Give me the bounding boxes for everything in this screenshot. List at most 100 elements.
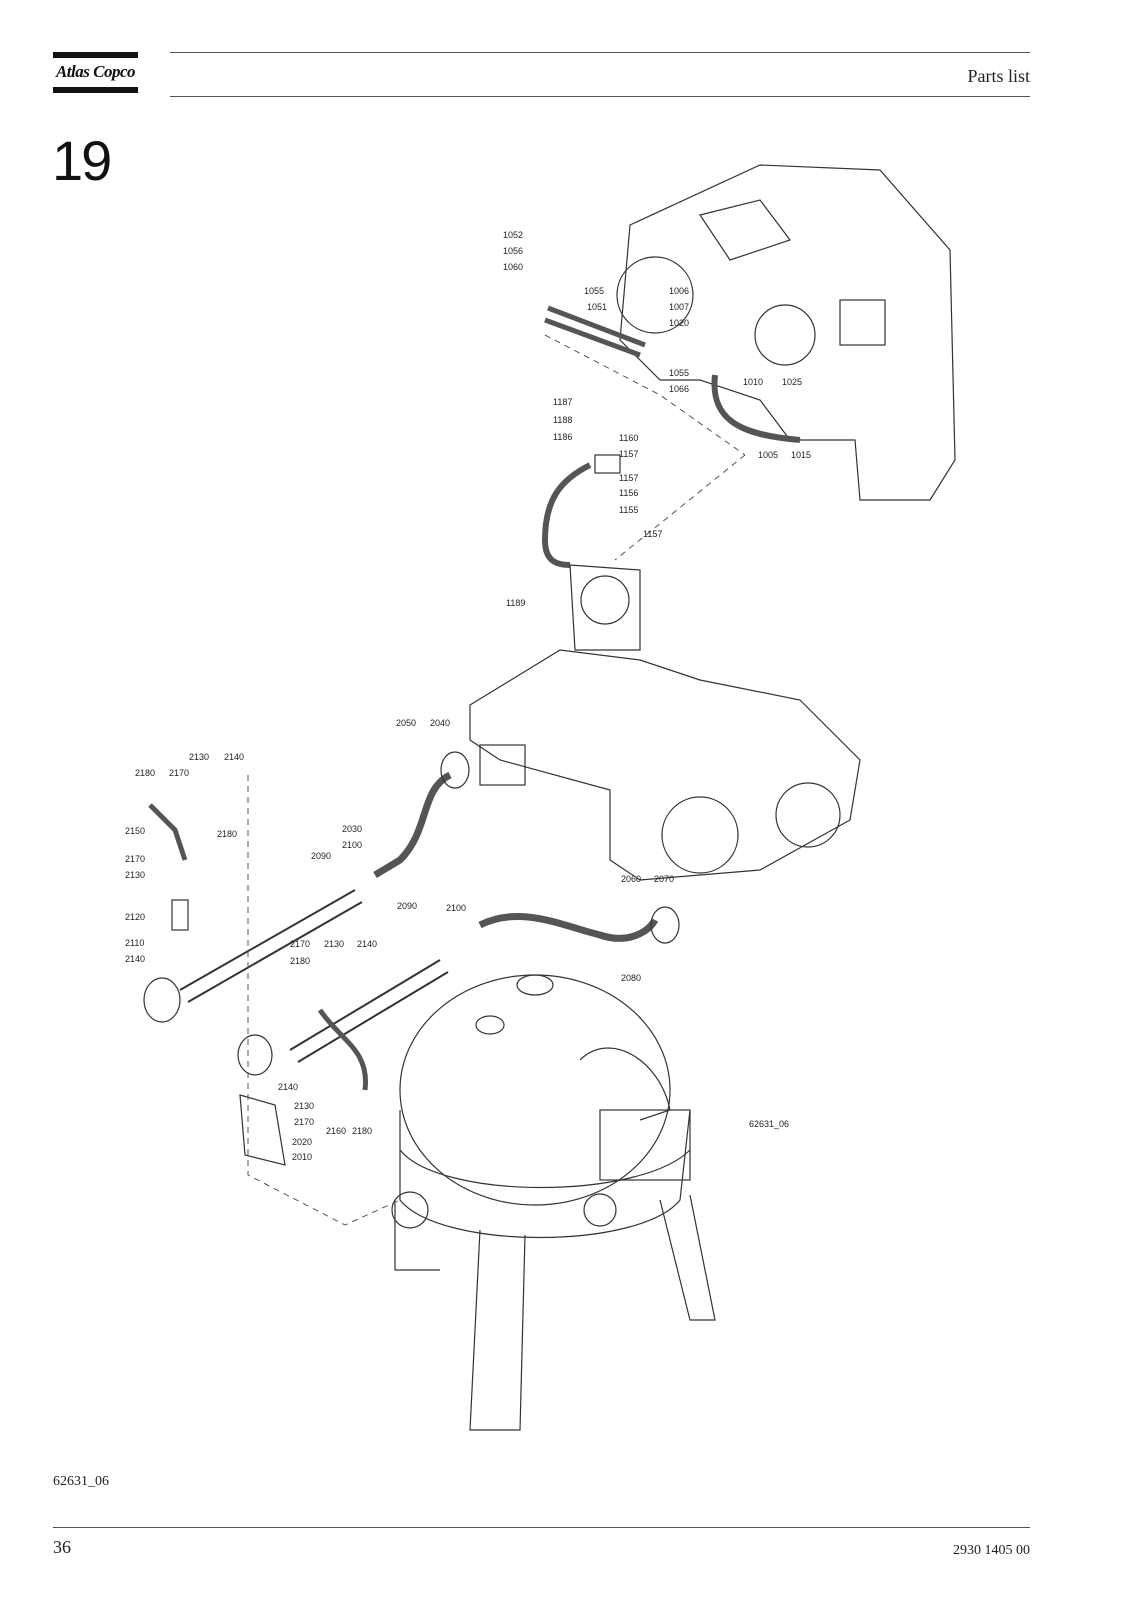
callout: 2180 [217,829,237,839]
callout: 1020 [669,318,689,328]
callout: 1055 [584,286,604,296]
callout: 2170 [294,1117,314,1127]
vessel-top-cap [516,974,554,996]
dash-left-assembly [247,775,401,1226]
callout: 2140 [278,1082,298,1092]
chapter-number: 19 [52,129,112,192]
riser-flange [580,575,630,625]
callout: 2070 [654,874,674,884]
pipe-2090-lower [289,959,449,1063]
bracket-2010 [239,1094,286,1166]
callout: 2040 [430,718,450,728]
callout: 1056 [503,246,523,256]
callout: 1157 [619,449,638,459]
pipe-2060 [478,912,659,942]
callout: 2180 [290,956,310,966]
callout: 2170 [169,768,189,778]
callout: 1066 [669,384,689,394]
compressor-flange [616,256,694,334]
footer-rule [53,1527,1030,1528]
vessel-front-flange [583,1193,617,1227]
callout: 1052 [503,230,523,240]
motor-flange-right [775,782,841,848]
callout: 1187 [553,397,572,407]
callout: 1005 [758,450,778,460]
pipe-2160 [317,1008,369,1091]
callout: 2120 [125,912,145,922]
gearbox-frame [469,649,861,881]
callout: 2180 [135,768,155,778]
callout: 1007 [669,302,689,312]
gearbox-riser [569,564,641,651]
callout: 2050 [396,718,416,728]
callout: 2140 [357,939,377,949]
pipe-1186 [541,462,592,568]
vessel-leg-right [659,1194,716,1321]
callout: 2150 [125,826,145,836]
compressor-port [754,304,816,366]
callout: 2010 [292,1152,312,1162]
compressor-outlet [839,299,886,346]
compressor-inlet [699,199,791,261]
valve-2120 [171,899,189,931]
pipe-2090-upper [179,889,363,1003]
callout: 1157 [643,529,662,539]
vessel-leg-left [394,1200,440,1271]
header-rule-bottom [170,96,1030,97]
logo-bar-top [53,52,138,58]
callout: 1025 [782,377,802,387]
part-callouts: 1052 1056 1060 1055 1051 1006 1007 1020 … [125,230,811,1162]
compressor-housing [619,164,956,501]
callout: 2080 [621,973,641,983]
block-1160 [594,454,621,474]
callout: 1010 [743,377,763,387]
figure-code: 62631_06 [53,1474,109,1489]
vessel-dome [399,974,671,1206]
callout: 1015 [791,450,811,460]
callout: 2170 [290,939,310,949]
dash-1051-to-1186 [544,334,746,456]
motor-flange-left [661,796,739,874]
logo-text: Atlas Copco [55,62,136,81]
callout: 1051 [587,302,607,312]
vessel-seam [399,1149,691,1188]
vessel-manifold [599,1109,691,1181]
callout: 2100 [446,903,466,913]
callout: 2060 [621,874,641,884]
pipe-2150 [148,803,188,861]
callout: 2100 [342,840,362,850]
callout: 2130 [125,870,145,880]
flange-2040 [440,751,470,789]
page-number: 36 [53,1537,71,1557]
drawing-ref-label: 62631_06 [749,1119,789,1129]
vessel-leg-center [469,1229,526,1431]
callout: 2180 [352,1126,372,1136]
callout: 1155 [619,505,638,515]
callout: 2030 [342,824,362,834]
callout: 2130 [324,939,344,949]
logo-bar-bottom [53,87,138,93]
callout: 1160 [619,433,638,443]
dash-1186-to-riser [614,454,746,561]
header-rule-top [170,52,1030,53]
callout: 2170 [125,854,145,864]
pipe-1051 [544,305,646,358]
callout: 2140 [224,752,244,762]
callout: 2160 [326,1126,346,1136]
frame-port [479,744,526,786]
document-number: 2930 1405 00 [953,1543,1030,1558]
callout: 2090 [311,851,331,861]
callout: 1186 [553,432,572,442]
callout: 2090 [397,901,417,911]
vessel-body [399,1109,691,1238]
section-title: Parts list [967,66,1030,86]
vessel-outlet [579,1047,671,1121]
vessel-side-flange [391,1191,429,1229]
flange-lower-left [143,977,181,1023]
callout: 1188 [553,415,572,425]
callout: 2020 [292,1137,312,1147]
callout: 1156 [619,488,638,498]
pipe-2030 [373,771,452,879]
pipe-1005 [711,374,801,443]
